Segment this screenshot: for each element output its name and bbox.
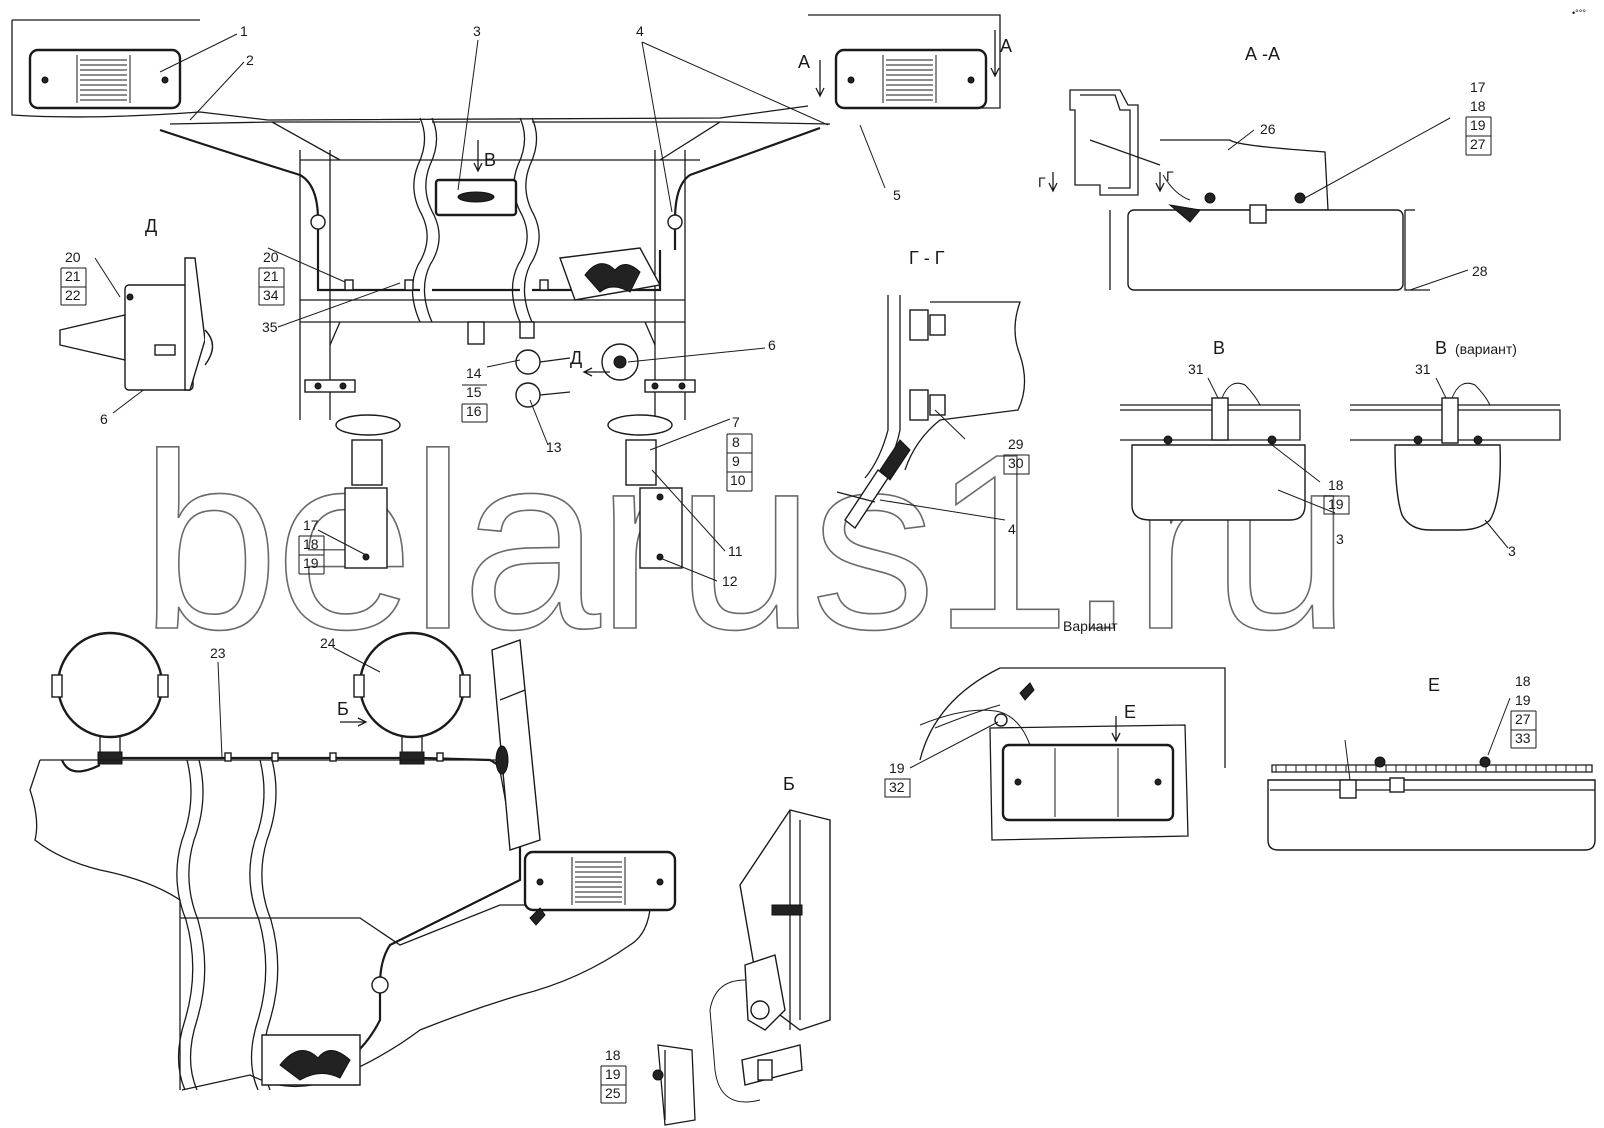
callout-27-aa: 27 xyxy=(1470,136,1486,152)
callout-21-d: 21 xyxy=(65,268,81,284)
callout-8: 8 xyxy=(732,434,740,450)
callout-19-e: 19 xyxy=(1515,692,1531,708)
view-aa-title: А -А xyxy=(1245,44,1280,64)
callout-15: 15 xyxy=(466,384,482,400)
callout-12: 12 xyxy=(722,573,738,589)
callout-14: 14 xyxy=(466,365,482,381)
callout-3-v: 3 xyxy=(1336,531,1344,547)
view-variant-lamp xyxy=(919,667,1226,841)
callout-35: 35 xyxy=(262,319,278,335)
callout-13: 13 xyxy=(546,439,562,455)
corner-mark: •°°° xyxy=(1572,8,1586,18)
callout-23: 23 xyxy=(210,645,226,661)
callout-5: 5 xyxy=(893,187,901,203)
view-v-title: В xyxy=(1213,338,1225,358)
callout-28: 28 xyxy=(1472,263,1488,279)
callout-2: 2 xyxy=(246,52,254,68)
callout-17-aa: 17 xyxy=(1470,79,1486,95)
callout-6-top: 6 xyxy=(768,337,776,353)
callout-19-aa: 19 xyxy=(1470,117,1486,133)
callout-19-var: 19 xyxy=(889,760,905,776)
front-assembly xyxy=(29,631,677,1091)
callout-3: 3 xyxy=(473,23,481,39)
callout-4-g: 4 xyxy=(1008,521,1016,537)
callout-19-b: 19 xyxy=(303,555,319,571)
callout-22-d: 22 xyxy=(65,287,81,303)
callout-3-vv: 3 xyxy=(1508,543,1516,559)
callout-19-v: 19 xyxy=(1328,496,1344,512)
callout-34-m: 34 xyxy=(263,287,279,303)
arrow-g-right: Г xyxy=(1166,168,1174,184)
view-e-title: Е xyxy=(1428,675,1440,695)
callout-18-b: 18 xyxy=(303,536,319,552)
callout-29: 29 xyxy=(1008,436,1024,452)
callout-19-bb: 19 xyxy=(605,1066,621,1082)
callout-18-v: 18 xyxy=(1328,477,1344,493)
callout-32-var: 32 xyxy=(889,779,905,795)
rear-lamp-left xyxy=(28,48,182,110)
callout-30: 30 xyxy=(1008,455,1024,471)
arrow-a-left: А xyxy=(798,52,810,72)
arrow-b: Б xyxy=(337,699,349,719)
callout-20-m: 20 xyxy=(263,249,279,265)
arrow-g-left: Г xyxy=(1038,174,1046,190)
callout-25-bb: 25 xyxy=(605,1085,621,1101)
arrow-e: Е xyxy=(1124,702,1136,722)
callout-16: 16 xyxy=(466,403,482,419)
callout-17-b: 17 xyxy=(303,517,319,533)
arrow-d: Д xyxy=(570,348,582,368)
callout-31-vv: 31 xyxy=(1415,361,1431,377)
callout-11: 11 xyxy=(728,543,743,559)
view-b-title: Б xyxy=(783,774,795,794)
view-v-variant-title: В xyxy=(1435,338,1447,358)
view-variant-title: Вариант xyxy=(1063,618,1118,634)
view-g-title: Г - Г xyxy=(909,248,945,268)
view-v-variant-note: (вариант) xyxy=(1455,341,1517,357)
callout-4: 4 xyxy=(636,23,644,39)
view-g-section xyxy=(836,295,1026,530)
callout-6-left: 6 xyxy=(100,411,108,427)
callout-27-e: 27 xyxy=(1515,711,1531,727)
callout-7: 7 xyxy=(732,414,740,430)
callout-33-e: 33 xyxy=(1515,730,1531,746)
view-b-lamp xyxy=(652,809,831,1126)
callout-1: 1 xyxy=(240,23,248,39)
callout-26: 26 xyxy=(1260,121,1276,137)
view-e-lamp xyxy=(1267,739,1596,851)
callout-18-aa: 18 xyxy=(1470,98,1486,114)
callout-20-d: 20 xyxy=(65,249,81,265)
arrow-a-right: А xyxy=(1000,36,1012,56)
view-v-lamp xyxy=(1120,382,1306,521)
rear-frame-assembly xyxy=(11,14,1001,569)
rear-lamp-right xyxy=(834,48,988,110)
view-d-plug xyxy=(59,257,214,391)
callout-21-m: 21 xyxy=(263,268,279,284)
view-aa-section xyxy=(1069,89,1430,291)
callout-31-v: 31 xyxy=(1188,361,1204,377)
view-d-title: Д xyxy=(145,216,157,236)
callout-9: 9 xyxy=(732,453,740,469)
arrow-v: В xyxy=(484,150,496,170)
callout-10: 10 xyxy=(730,472,746,488)
callout-18-bb: 18 xyxy=(605,1047,621,1063)
callout-24: 24 xyxy=(320,635,336,651)
callout-18-e: 18 xyxy=(1515,673,1531,689)
view-v-variant-lamp xyxy=(1350,382,1561,531)
